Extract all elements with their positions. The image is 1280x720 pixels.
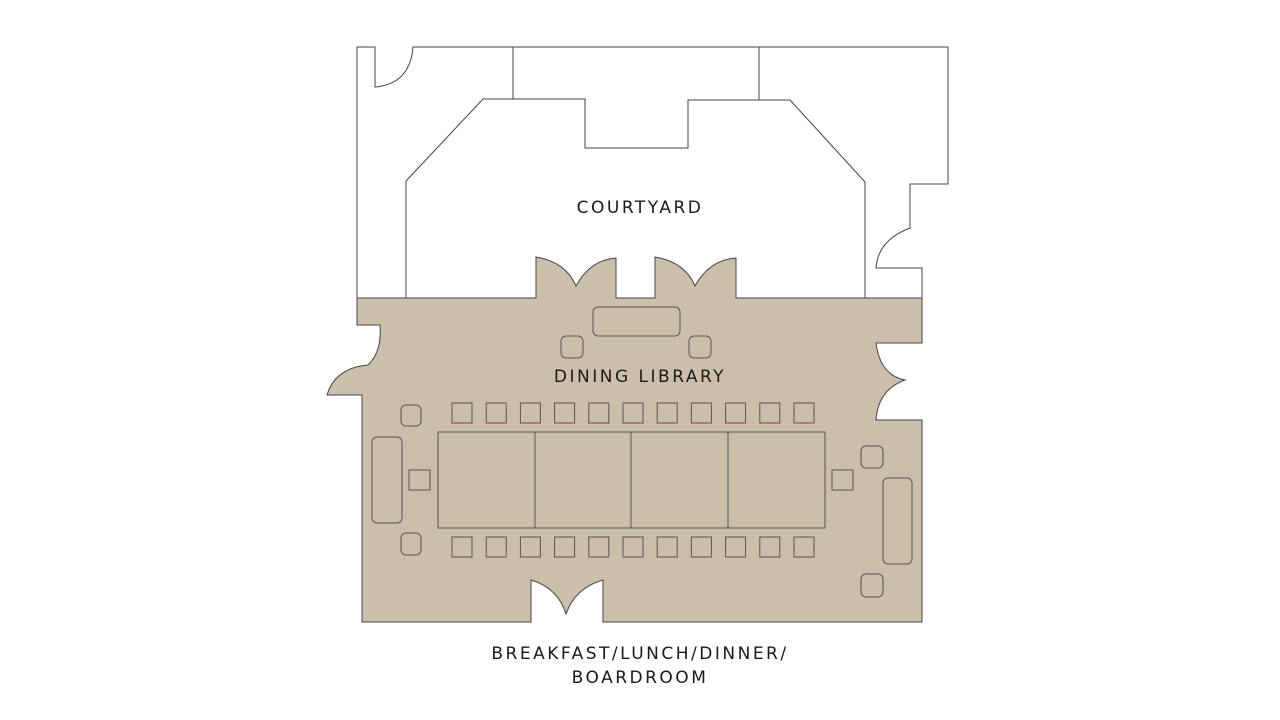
courtyard-outline bbox=[405, 98, 866, 298]
dining-chair bbox=[554, 402, 576, 424]
dining-chair bbox=[622, 402, 644, 424]
dining-chair bbox=[451, 402, 473, 424]
outer-walls bbox=[356, 46, 949, 298]
dining-library-area bbox=[326, 256, 923, 623]
armchair bbox=[400, 404, 422, 427]
dining-chair bbox=[725, 402, 747, 424]
dining-chair bbox=[519, 536, 541, 558]
caption-line-2: BOARDROOM bbox=[571, 668, 709, 688]
dining-chair bbox=[554, 536, 576, 558]
side-chair bbox=[831, 469, 854, 491]
armchair bbox=[400, 532, 422, 556]
dining-chair bbox=[656, 536, 678, 558]
dining-chair bbox=[588, 402, 610, 424]
left-sofa bbox=[371, 436, 403, 524]
courtyard-label: COURTYARD bbox=[576, 198, 704, 218]
furniture bbox=[371, 306, 913, 598]
dining-chair bbox=[656, 402, 678, 424]
dining-chair bbox=[793, 536, 815, 558]
armchair bbox=[688, 335, 712, 359]
dining-chair bbox=[690, 402, 712, 424]
dining-chair bbox=[588, 536, 610, 558]
dining-chair bbox=[519, 402, 541, 424]
dining-chair bbox=[690, 536, 712, 558]
right-sofa bbox=[882, 477, 913, 565]
armchair bbox=[860, 573, 884, 598]
dining-chair bbox=[451, 536, 473, 558]
armchair bbox=[860, 445, 884, 469]
dining-chair bbox=[759, 402, 781, 424]
dining-chair bbox=[485, 402, 507, 424]
caption-line-1: BREAKFAST/LUNCH/DINNER/ bbox=[491, 644, 789, 664]
dining-chair bbox=[485, 536, 507, 558]
dining-library-label: DINING LIBRARY bbox=[553, 367, 727, 387]
top-sofa bbox=[592, 306, 681, 337]
side-chair bbox=[408, 469, 431, 491]
armchair bbox=[560, 335, 584, 359]
dining-chair bbox=[725, 536, 747, 558]
dining-chair bbox=[759, 536, 781, 558]
dining-chair bbox=[622, 536, 644, 558]
dining-chair bbox=[793, 402, 815, 424]
